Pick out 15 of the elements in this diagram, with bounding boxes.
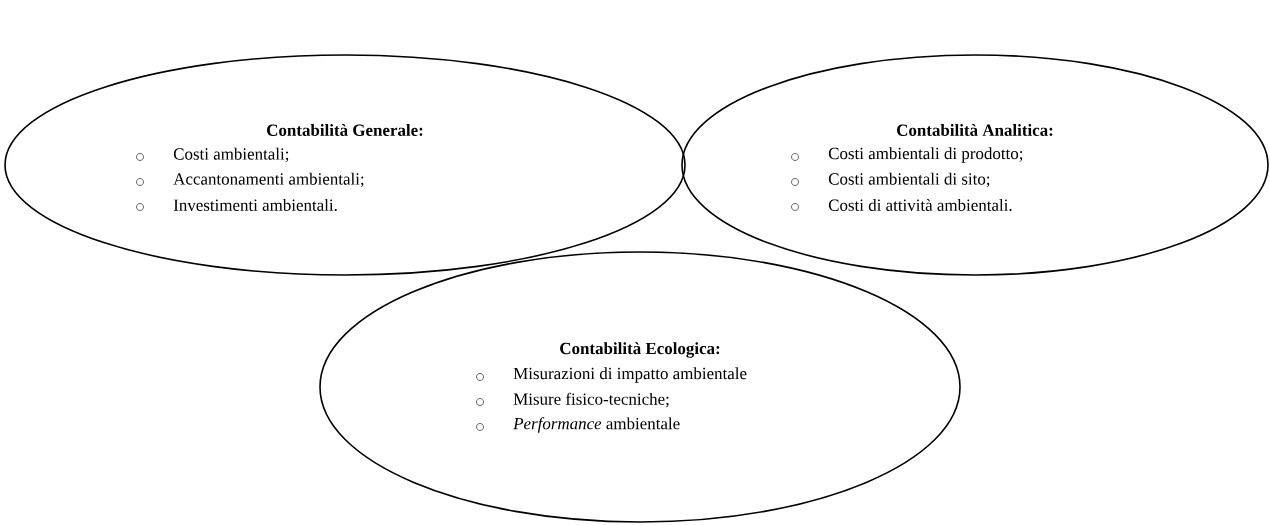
heading: Contabilità Generale: [267,124,423,136]
list-item: Costi di attività ambientali. [828,198,1012,211]
list-item: Misurazioni di impatto ambientale [513,367,747,383]
ellipse [681,54,1269,276]
heading: Contabilità Analitica: [897,124,1053,136]
list-item: Investimenti ambientali. [173,199,337,211]
list-item: Costi ambientali; [173,147,289,163]
list-item: Accantonamenti ambientali; [173,172,364,188]
ellipse [319,251,961,523]
list-item: Costi ambientali di prodotto; [828,147,1023,163]
list-item: Costi ambientali di sito; [828,172,990,188]
ellipse [4,54,686,276]
list-item: Performance ambientale [513,417,680,433]
heading: Contabilità Ecologica: [560,342,720,358]
list-item: Misure fisico-tecniche; [513,392,669,408]
